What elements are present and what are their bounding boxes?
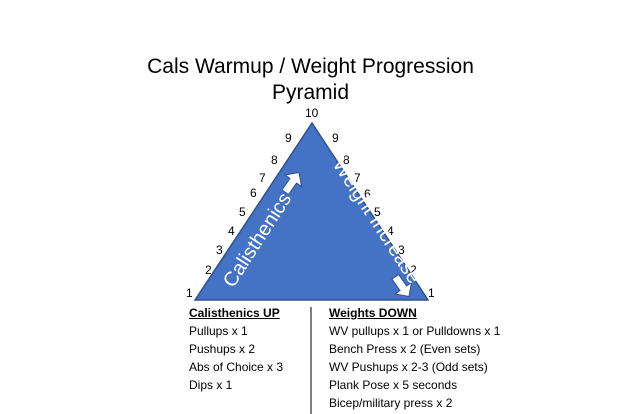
left-side-number: 1: [186, 286, 193, 300]
calisthenics-heading: Calisthenics UP: [189, 306, 280, 320]
left-side-number: 5: [239, 205, 246, 219]
apex-number: 10: [305, 106, 319, 120]
list-item: Plank Pose x 5 seconds: [329, 378, 458, 392]
list-item: Bench Press x 2 (Even sets): [329, 342, 481, 356]
weights-heading: Weights DOWN: [329, 306, 417, 320]
list-item: WV Pushups x 2-3 (Odd sets): [329, 360, 488, 374]
list-item: Abs of Choice x 3: [189, 360, 284, 374]
right-side-number: 3: [398, 243, 405, 257]
right-side-number: 8: [343, 153, 350, 167]
weights-list: Weights DOWN WV pullups x 1 or Pulldowns…: [329, 304, 500, 412]
page-subtitle: Pyramid: [271, 81, 350, 104]
right-side-number: 4: [387, 224, 394, 238]
left-side-number: 2: [205, 263, 212, 277]
calisthenics-list: Calisthenics UP Pullups x 1 Pushups x 2 …: [189, 304, 283, 394]
right-side-number: 6: [364, 187, 371, 201]
left-side-number: 9: [285, 131, 292, 145]
arrow-up-right-icon: [281, 171, 303, 196]
list-item: Dips x 1: [189, 378, 233, 392]
left-side-number: 8: [271, 153, 278, 167]
right-side-number: 2: [410, 263, 417, 277]
left-side-number: 3: [216, 243, 223, 257]
pyramid-triangle: [193, 121, 430, 301]
right-side-number: 9: [332, 131, 339, 145]
right-side-number: 7: [354, 171, 361, 185]
left-side-number: 4: [228, 224, 235, 238]
page-title: Cals Warmup / Weight Progression: [147, 55, 474, 78]
list-item: Bicep/military press x 2: [329, 396, 453, 410]
list-item: Pullups x 1: [189, 324, 248, 338]
list-item: WV pullups x 1 or Pulldowns x 1: [329, 324, 501, 338]
list-item: Pushups x 2: [189, 342, 256, 356]
arrow-down-right-icon: [391, 273, 413, 298]
left-side-number: 7: [259, 171, 266, 185]
right-side-number: 1: [428, 286, 435, 300]
left-side-number: 6: [250, 186, 257, 200]
right-side-number: 5: [374, 205, 381, 219]
